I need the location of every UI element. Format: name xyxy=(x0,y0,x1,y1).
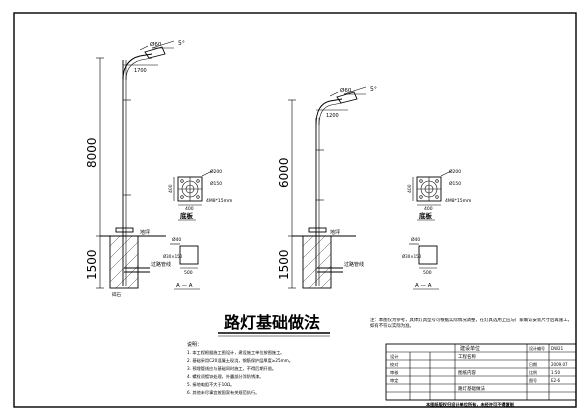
bp-left-label: 底板 xyxy=(180,211,194,220)
height-right: 6000 xyxy=(277,157,291,188)
bp-right-bolt: 4M8*15mm xyxy=(445,198,471,204)
tb-date-value: 2009.07 xyxy=(551,362,568,367)
gravel-label-left: 碎石 xyxy=(112,291,121,298)
note-4: 4. 螺栓须镀锌处理，外露部分涂防锈漆。 xyxy=(187,373,264,380)
sec-right-label: A — A xyxy=(415,283,432,289)
tb-no-label: 设计编号 xyxy=(529,345,545,351)
foundation-left xyxy=(109,235,139,289)
tb-scale-value: 1:50 xyxy=(551,370,560,375)
note-5: 5. 接地电阻不大于10Ω。 xyxy=(187,381,234,388)
tb-date-label: 日期 xyxy=(529,361,537,367)
sec-left-dim-side: Ø30×150 xyxy=(163,254,183,259)
tb-approver-label: 审定 xyxy=(390,377,398,384)
foundation-depth-left: 1500 xyxy=(85,249,99,280)
tb-company: 建设单位 xyxy=(460,345,480,352)
tb-checker-label: 校对 xyxy=(390,361,398,368)
angle-right: 5° xyxy=(370,86,377,93)
sec-right-dim-bottom: 500 xyxy=(423,270,432,276)
pole-right: 5° Ø60 1200 地坪 过路管线 6000 1500 xyxy=(277,86,377,289)
baseplate-right: Ø200 Ø150 4M8*15mm 400 400 底板 xyxy=(407,168,471,221)
note-1: 1. 本工程根据施工图设计，建设施工单位按图施工。 xyxy=(187,349,284,356)
ground-label-right: 地坪 xyxy=(330,229,340,236)
tb-sheet-value: E2-6 xyxy=(551,378,561,383)
note-3: 3. 预埋管线应与基础同时施工，不得后期开凿。 xyxy=(187,365,276,372)
angle-left: 5° xyxy=(178,40,185,47)
arm-length-left: 1700 xyxy=(134,68,147,74)
tb-scale-label: 比例 xyxy=(529,369,537,375)
arm-diameter-right: Ø60 xyxy=(340,87,352,94)
sheet-border xyxy=(13,12,577,408)
tb-project-label: 工程名称 xyxy=(458,353,476,360)
note-2: 2. 基础采用C20混凝土现浇，钢筋保护层厚度≥25mm。 xyxy=(187,357,293,364)
sec-left-dim-top: Ø40 xyxy=(172,236,181,243)
footer-note: 本图纸版权归设计单位所有，未经许可不得复制 xyxy=(425,401,514,408)
tb-reviewer-label: 审核 xyxy=(390,369,399,376)
notes-block: 说明： 1. 本工程根据施工图设计，建设施工单位按图施工。 2. 基础采用C20… xyxy=(187,341,293,396)
bp-left-bolt: 4M8*15mm xyxy=(206,198,232,204)
tb-drawing-name: 路灯基础做法 xyxy=(458,385,485,392)
pole-left: 5° Ø60 1700 地坪 过路管线 碎石 xyxy=(85,40,185,298)
lamp-head-right xyxy=(336,91,358,104)
sec-left-dim-bottom: 500 xyxy=(184,270,193,276)
foundation-right xyxy=(302,235,332,289)
bp-right-dim-top: Ø200 xyxy=(449,168,461,175)
lamp-head-left xyxy=(144,46,166,59)
ground-label-left: 地坪 xyxy=(140,229,150,236)
arm-diameter-left: Ø60 xyxy=(150,41,162,48)
height-left: 8000 xyxy=(85,137,99,168)
bp-left-dim-bottom: 400 xyxy=(185,206,194,212)
tb-drawing-label: 图纸内容 xyxy=(458,369,476,376)
sec-right-dim-top: Ø40 xyxy=(411,236,420,243)
tb-sheet-label: 图号 xyxy=(529,377,537,383)
tb-no-value: DW21 xyxy=(551,346,564,351)
bp-right-dim-mid: Ø150 xyxy=(449,180,461,187)
baseplate-left: Ø200 Ø150 4M8*15mm 400 400 底板 xyxy=(168,168,232,221)
notes-title: 说明： xyxy=(187,341,202,348)
conduit-label-right: 过路管线 xyxy=(344,261,364,268)
arm-length-right: 1200 xyxy=(326,113,339,119)
sec-left-label: A — A xyxy=(176,283,193,289)
bp-right-dim-side: 400 xyxy=(407,184,413,193)
note-6: 6. 其他未尽事宜按国家有关规范执行。 xyxy=(187,389,259,396)
sec-right-dim-side: Ø30×150 xyxy=(402,254,422,259)
title-block: 建设单位 工程名称 图纸内容 路灯基础做法 设计 校对 审核 审定 设计编号 D… xyxy=(385,343,577,401)
section-right: Ø40 Ø30×150 500 A — A xyxy=(402,236,439,290)
foundation-depth-right: 1500 xyxy=(277,249,291,280)
bp-left-dim-mid: Ø150 xyxy=(210,180,222,187)
tb-designer-label: 设计 xyxy=(390,353,398,360)
remark: 注：本图仅为参考，具体灯具型号可根据实际情况调整，在灯具选用上应与厂家确认安装尺… xyxy=(370,318,572,329)
remark-wrapper: 注：本图仅为参考，具体灯具型号可根据实际情况调整，在灯具选用上应与厂家确认安装尺… xyxy=(370,318,572,329)
bp-left-dim-side: 400 xyxy=(168,184,174,193)
bp-right-label: 底板 xyxy=(419,211,433,220)
section-left: Ø40 Ø30×150 500 A — A xyxy=(163,236,200,290)
bp-left-dim-top: Ø200 xyxy=(210,168,222,175)
conduit-label-left: 过路管线 xyxy=(151,261,171,268)
bp-right-dim-bottom: 400 xyxy=(424,206,433,212)
main-title: 路灯基础做法 xyxy=(224,313,320,332)
